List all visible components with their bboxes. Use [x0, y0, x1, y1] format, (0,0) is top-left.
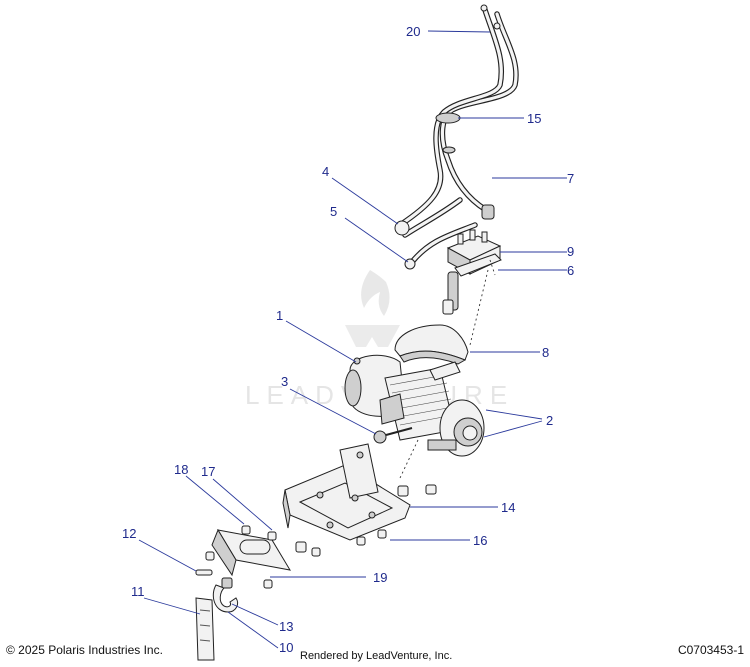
- callout-7: 7: [567, 171, 574, 186]
- leader-lines: [138, 30, 567, 649]
- winch-cover: [394, 324, 469, 365]
- callout-17: 17: [201, 464, 215, 479]
- callout-9: 9: [567, 244, 574, 259]
- callout-13: 13: [279, 619, 293, 634]
- callout-3: 3: [281, 374, 288, 389]
- callout-18: 18: [174, 462, 188, 477]
- callout-15: 15: [527, 111, 541, 126]
- rendered-by-notice: Rendered by LeadVenture, Inc.: [300, 650, 453, 662]
- callout-16: 16: [473, 533, 487, 548]
- callout-6: 6: [567, 263, 574, 278]
- callout-14: 14: [501, 500, 515, 515]
- callout-19: 19: [373, 570, 387, 585]
- callout-8: 8: [542, 345, 549, 360]
- bolt-part-3: [373, 427, 413, 444]
- fairlead: [205, 525, 291, 589]
- pin-part-12: [195, 569, 213, 576]
- wiring-harness: [394, 4, 519, 270]
- winch-assembly: [344, 354, 485, 479]
- mounting-plate: [282, 443, 437, 557]
- hook-and-strap: [195, 577, 239, 661]
- callout-1: 1: [276, 308, 283, 323]
- callout-numbers: 20 15 7 4 5 9 6 1 8 3 2 18 17 14 12 16 1…: [122, 24, 574, 655]
- contactor-assembly: [442, 229, 502, 346]
- diagram-id: C0703453-1: [677, 643, 744, 657]
- callout-11: 11: [131, 584, 145, 599]
- callout-10: 10: [279, 640, 293, 655]
- callout-4: 4: [322, 164, 329, 179]
- callout-5: 5: [330, 204, 337, 219]
- callout-20: 20: [406, 24, 420, 39]
- callout-2: 2: [546, 413, 553, 428]
- copyright-notice: © 2025 Polaris Industries Inc.: [6, 643, 163, 657]
- callout-12: 12: [122, 526, 136, 541]
